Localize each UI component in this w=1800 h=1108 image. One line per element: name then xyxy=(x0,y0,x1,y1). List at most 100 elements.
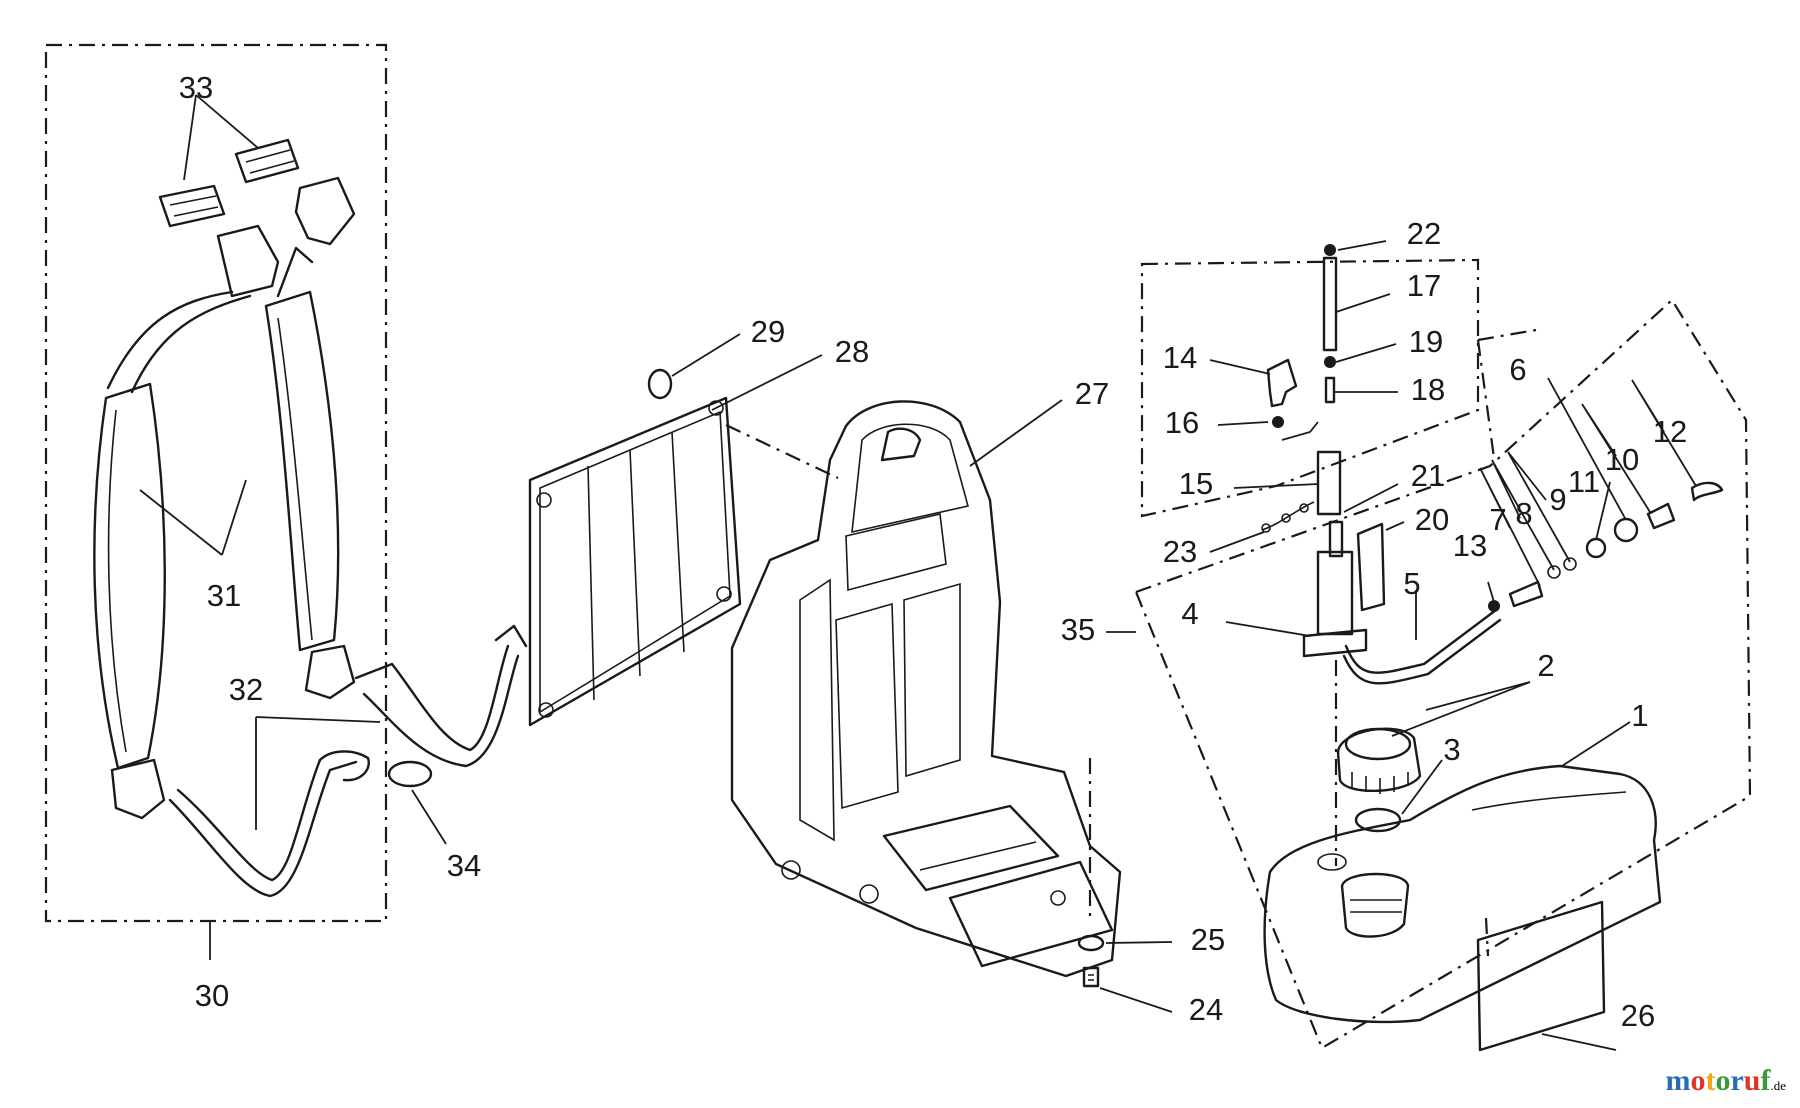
back-plate xyxy=(528,396,742,727)
label-sticker-26 xyxy=(1476,900,1606,1052)
callout-1: 1 xyxy=(1631,698,1648,733)
callout-22: 22 xyxy=(1407,216,1441,251)
leader-4 xyxy=(1225,621,1311,637)
leader-1 xyxy=(1561,721,1631,767)
callout-6: 6 xyxy=(1509,352,1526,387)
part-10 xyxy=(1646,502,1676,530)
leader-17 xyxy=(1335,293,1391,313)
fuel-tank-1 xyxy=(1263,764,1662,1024)
washer-16 xyxy=(1272,416,1284,428)
side-strap xyxy=(354,644,510,752)
watermark-text: motoruf xyxy=(1665,1064,1771,1097)
leader-13 xyxy=(1487,581,1495,603)
callout-35: 35 xyxy=(1061,612,1095,647)
pin-18 xyxy=(1324,376,1336,404)
leader-15 xyxy=(1233,483,1319,489)
callout-32: 32 xyxy=(229,672,263,707)
leader-8 xyxy=(1491,459,1555,571)
callout-30: 30 xyxy=(195,978,229,1013)
leader-28 xyxy=(711,354,823,411)
strap-assembly-group xyxy=(44,43,528,960)
part-6 xyxy=(1613,517,1639,543)
tube-17 xyxy=(1322,256,1338,352)
callout-23: 23 xyxy=(1163,534,1197,569)
callout-14: 14 xyxy=(1163,340,1197,375)
seal-19 xyxy=(1324,356,1336,368)
callout-3: 3 xyxy=(1443,732,1460,767)
leader-27 xyxy=(969,399,1063,467)
callout-8: 8 xyxy=(1515,496,1532,531)
leader-32 xyxy=(255,716,381,830)
callout-21: 21 xyxy=(1411,458,1445,493)
pickup-subassembly-boundary xyxy=(1140,258,1480,518)
tube-15 xyxy=(1316,450,1342,516)
cap-22 xyxy=(1324,244,1336,256)
back-plate-group xyxy=(528,333,839,727)
leader-6 xyxy=(1547,377,1627,521)
leader-7 xyxy=(1479,467,1541,587)
callout-18: 18 xyxy=(1411,372,1445,407)
fuel-system-boundary xyxy=(1134,298,1752,1050)
callout-17: 17 xyxy=(1407,268,1441,303)
callout-12: 12 xyxy=(1653,414,1687,449)
leader-3 xyxy=(1401,759,1443,815)
strap-assembly-boundary xyxy=(44,43,388,923)
callout-27: 27 xyxy=(1075,376,1109,411)
leader-31 xyxy=(139,479,247,556)
seal-3 xyxy=(1354,807,1402,833)
callout-25: 25 xyxy=(1191,922,1225,957)
strap-end-left xyxy=(216,224,280,298)
fuel-line-5 xyxy=(1344,608,1498,674)
leader-26 xyxy=(1541,1033,1617,1051)
leader-24 xyxy=(1099,987,1173,1013)
callout-10: 10 xyxy=(1605,442,1639,477)
leader-16 xyxy=(1217,421,1269,426)
leader-23 xyxy=(1209,531,1265,553)
callout-7: 7 xyxy=(1489,502,1506,537)
frame-foot-pad xyxy=(882,804,1060,892)
back-frame-group xyxy=(730,399,1122,978)
clip-12 xyxy=(1690,481,1724,502)
leader-9 xyxy=(1507,451,1571,563)
callout-19: 19 xyxy=(1409,324,1443,359)
screw-29 xyxy=(647,368,673,400)
callout-11: 11 xyxy=(1568,464,1600,499)
callout-31: 31 xyxy=(207,578,241,613)
callout-24: 24 xyxy=(1189,992,1223,1027)
ring-34 xyxy=(387,760,433,788)
part-8 xyxy=(1547,565,1561,579)
hose-20 xyxy=(1356,522,1386,612)
webbing-upper xyxy=(106,290,234,390)
leader-2 xyxy=(1391,681,1531,737)
shoulder-pad-right xyxy=(264,290,340,652)
callout-20: 20 xyxy=(1415,502,1449,537)
callout-labels: 1 2 3 4 5 6 7 8 9 10 11 12 13 14 15 16 1… xyxy=(179,70,1687,1033)
callout-13: 13 xyxy=(1453,528,1487,563)
leader-20 xyxy=(1385,521,1405,531)
callout-4: 4 xyxy=(1181,596,1198,631)
part-7 xyxy=(1508,580,1544,608)
part-9 xyxy=(1563,557,1577,571)
callout-9: 9 xyxy=(1549,482,1566,517)
leader-14 xyxy=(1209,359,1271,375)
leader-19 xyxy=(1335,343,1397,363)
fitting-flange-4 xyxy=(1302,628,1368,658)
fuel-system-group xyxy=(1106,240,1752,1052)
callout-2: 2 xyxy=(1537,648,1554,683)
leader-10 xyxy=(1581,403,1651,513)
leader-21 xyxy=(1343,483,1399,513)
washer-25 xyxy=(1077,934,1105,952)
watermark: motoruf.de xyxy=(1665,1064,1786,1098)
frame-fasteners xyxy=(1077,934,1173,1013)
leader-33 xyxy=(183,94,259,181)
bolt-24 xyxy=(1082,966,1100,988)
callout-15: 15 xyxy=(1179,466,1213,501)
callout-28: 28 xyxy=(835,334,869,369)
back-frame xyxy=(730,400,1122,978)
callout-5: 5 xyxy=(1403,566,1420,601)
leader-12 xyxy=(1631,379,1697,487)
fitting-body xyxy=(1316,550,1354,636)
buckle-33-b xyxy=(234,138,300,184)
knob-14 xyxy=(1266,358,1298,408)
